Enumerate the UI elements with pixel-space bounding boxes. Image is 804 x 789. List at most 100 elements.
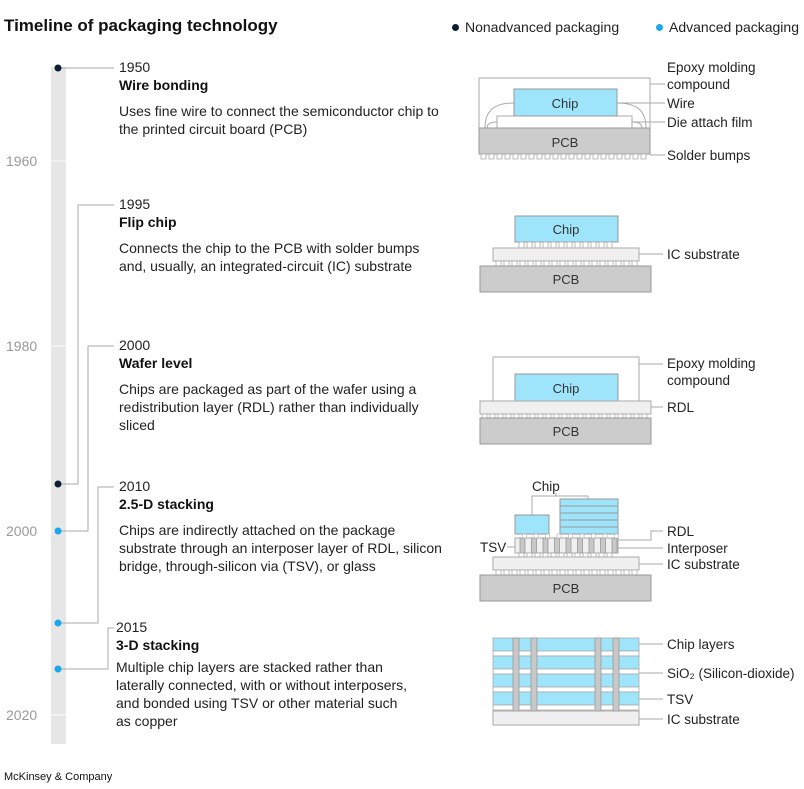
label-rdl: RDL [667, 400, 695, 415]
micro-bump [556, 533, 562, 539]
item-year: 1950 [119, 59, 151, 75]
solder-bump [625, 413, 632, 419]
label-die-attach: Die attach film [667, 115, 753, 130]
pcb-label: PCB [553, 581, 580, 596]
connector-2000 [58, 345, 114, 532]
axis-year: 1960 [6, 153, 38, 169]
solder-bump [527, 569, 534, 576]
solder-bump [558, 552, 565, 558]
solder-bump [505, 413, 512, 419]
item-description: Multiple chip layers are stacked rather … [116, 659, 408, 729]
tsv-pillar [600, 537, 606, 554]
dot-1950 [54, 64, 62, 72]
dot-1995 [54, 480, 62, 488]
micro-bump [522, 533, 527, 539]
label-tsv: TSV [480, 540, 507, 555]
item-name: Wire bonding [119, 77, 209, 93]
solder-bump [561, 413, 568, 419]
tsv-pillar [594, 637, 602, 712]
solder-bump [584, 153, 591, 160]
solder-bump [553, 413, 560, 419]
solder-bump [633, 413, 640, 419]
chip-rect [513, 88, 618, 117]
micro-bump [591, 533, 596, 539]
item-year: 2000 [119, 337, 151, 353]
solder-bumps [480, 153, 647, 160]
solder-bumps [518, 552, 613, 558]
solder-bump [526, 552, 533, 558]
chip-stack [559, 498, 619, 535]
solder-bump [599, 569, 606, 576]
solder-bump [527, 260, 534, 267]
solder-bump [640, 153, 647, 160]
diagram-2-5d-stacking [479, 493, 663, 602]
item-name: 3-D stacking [116, 637, 200, 653]
solder-bump [488, 153, 495, 160]
pcb-rect [479, 265, 652, 293]
tsv-pillar [512, 637, 520, 712]
label-rdl: RDL [667, 524, 695, 539]
solder-bump [511, 260, 518, 267]
legend-advanced: Advanced packaging [656, 19, 799, 35]
solder-bump [481, 413, 488, 419]
connector-2015 [58, 627, 114, 670]
solder-bump [617, 413, 624, 419]
chip-label: Chip [552, 96, 579, 111]
solder-bump [583, 260, 590, 267]
solder-bump [519, 260, 526, 267]
solder-bump [543, 569, 550, 576]
solder-bump [503, 569, 510, 576]
solder-bump [601, 413, 608, 419]
solder-bump [569, 413, 576, 419]
solder-bump [608, 153, 615, 160]
label-chip: Chip [532, 479, 560, 494]
solder-bump [566, 241, 573, 249]
solder-bump [606, 552, 613, 558]
solder-bump [590, 552, 597, 558]
solder-bump [512, 153, 519, 160]
diagram-3d-stacking [492, 637, 663, 726]
tsv-pillar [530, 637, 538, 712]
solder-bump [590, 241, 597, 249]
solder-bump [535, 260, 542, 267]
solder-bump [585, 413, 592, 419]
axis-year: 2000 [6, 523, 38, 539]
chip-label: Chip [553, 381, 580, 396]
solder-bumps [481, 413, 648, 419]
connector-2010 [58, 486, 114, 624]
solder-bump [591, 260, 598, 267]
solder-bump [632, 153, 639, 160]
solder-bump [518, 241, 525, 249]
tsv-pillar [588, 537, 595, 554]
solder-bump [566, 552, 573, 558]
pcb-rect [479, 417, 652, 445]
solder-bump [592, 153, 599, 160]
solder-bump [582, 552, 589, 558]
page-title: Timeline of packaging technology [4, 16, 278, 35]
item-name: 2.5-D stacking [119, 496, 214, 512]
item-year: 1995 [119, 196, 151, 212]
solder-bump [518, 552, 525, 558]
axis-year: 1980 [6, 338, 38, 354]
dot-icon [656, 23, 663, 31]
solder-bump [574, 241, 581, 249]
chip-label: Chip [553, 222, 580, 237]
timeline-item-2-5d-stacking: 2010 2.5-D stacking Chips are indirectly… [119, 478, 449, 575]
timeline-bar [51, 67, 66, 744]
solder-bump [495, 260, 502, 267]
solder-bumps [495, 569, 638, 576]
ic-substrate [492, 556, 640, 571]
solder-bump [600, 153, 607, 160]
solder-bump [545, 413, 552, 419]
solder-bump [551, 260, 558, 267]
label-ic-substrate: IC substrate [667, 712, 740, 727]
timeline-item-wafer-level: 2000 Wafer level Chips are packaged as p… [119, 337, 449, 434]
dot-icon [452, 23, 459, 31]
solder-bump [534, 552, 541, 558]
diagram-wafer-level [479, 356, 663, 445]
chip-small [514, 514, 550, 535]
micro-bump [579, 533, 585, 539]
solder-bump [607, 260, 614, 267]
solder-bump [551, 569, 558, 576]
micro-bump [568, 533, 573, 539]
